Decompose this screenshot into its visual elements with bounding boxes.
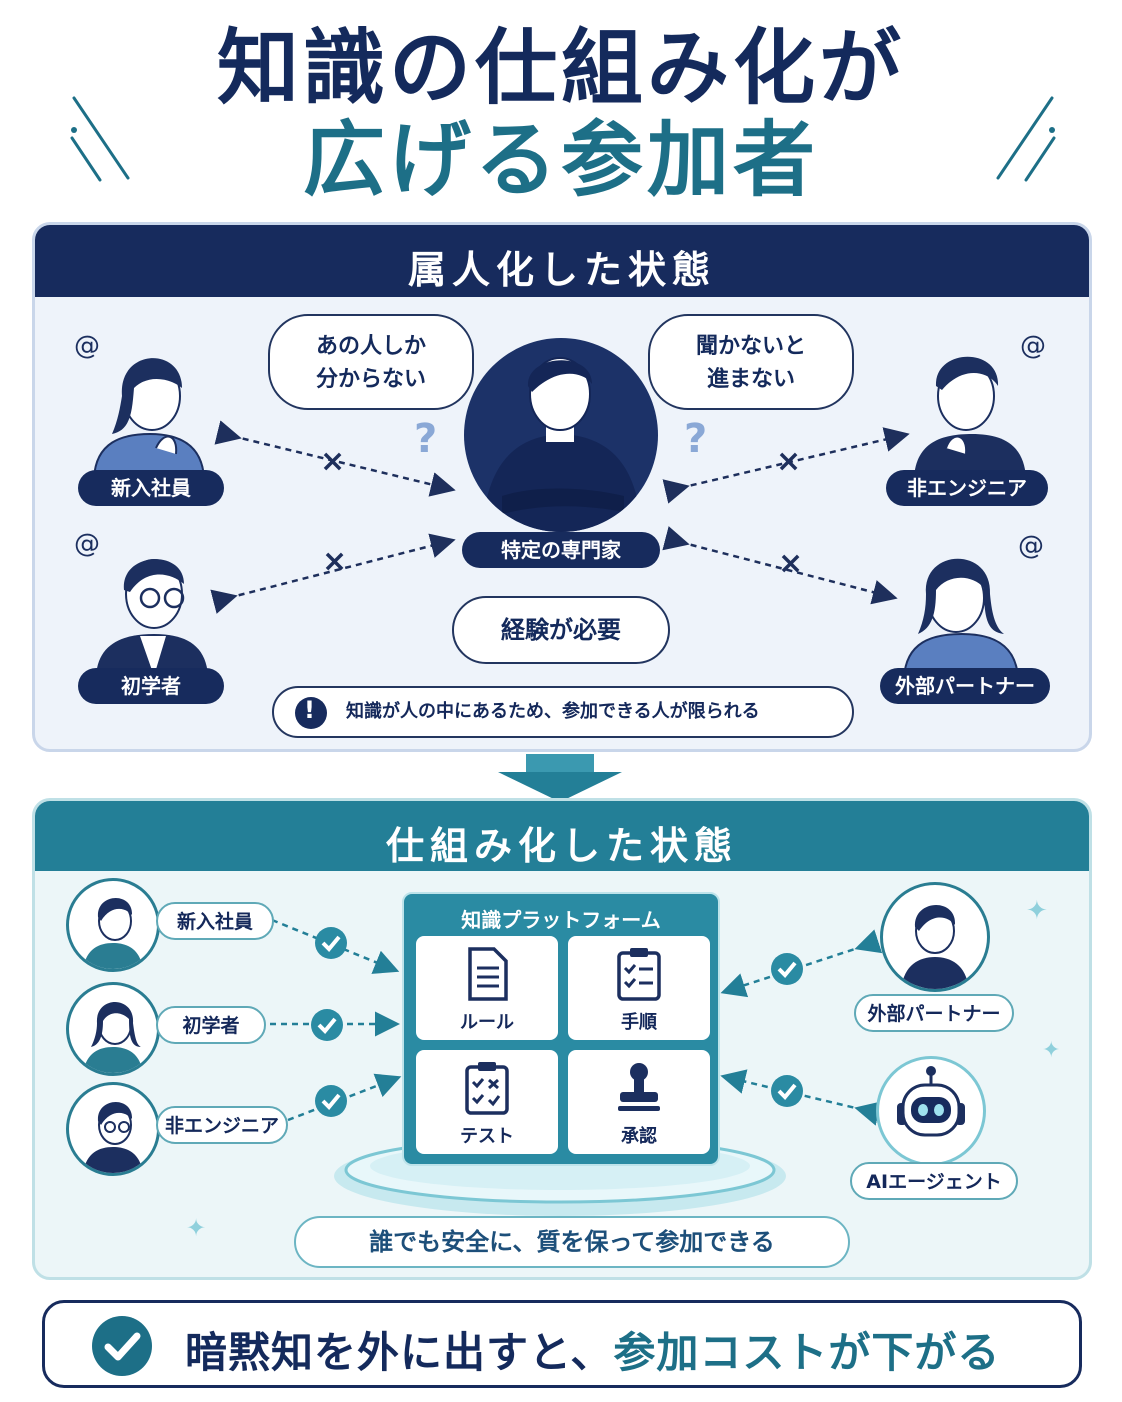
person-icon <box>901 904 969 989</box>
question-mark-icon: ? <box>414 416 438 462</box>
svg-text:@: @ <box>1020 331 1046 361</box>
bubble-line: 進まない <box>706 367 795 392</box>
label-external-partner: 外部パートナー <box>854 994 1014 1032</box>
warning-note: ! 知識が人の中にあるため、参加できる人が限られる <box>272 686 854 738</box>
sparkle-icon: ✦ <box>186 1214 207 1242</box>
person-label-external-partner: 外部パートナー <box>880 668 1050 704</box>
bubble-line: あの人しか <box>315 334 426 359</box>
cross-mark: × <box>778 546 804 581</box>
bubble-line: 聞かないと <box>695 334 806 359</box>
svg-text:@: @ <box>1018 531 1044 561</box>
avatar-ai-agent <box>876 1056 986 1166</box>
tile-test: テスト <box>416 1050 558 1154</box>
speech-bubble-only-that-person: あの人しか 分からない <box>268 314 474 410</box>
tile-label: テスト <box>460 1126 514 1147</box>
title-decoration-left <box>70 96 130 182</box>
avatar-beginner <box>66 982 160 1076</box>
avatar-external-partner <box>880 882 990 992</box>
label-new-employee: 新入社員 <box>156 902 274 940</box>
label-beginner: 初学者 <box>156 1006 266 1044</box>
speech-bubble-cannot-proceed: 聞かないと 進まない <box>648 314 854 410</box>
check-icon <box>771 953 803 985</box>
cross-mark: × <box>776 444 802 479</box>
person-label-new-employee: 新入社員 <box>78 470 224 506</box>
systematized-state-heading: 仕組み化した状態 <box>385 824 738 868</box>
person-label-beginner: 初学者 <box>78 668 224 704</box>
warning-icon-glyph: ! <box>304 696 315 724</box>
page-title-line-2: 広げる参加者 <box>302 113 819 208</box>
page-title-line-1: 知識の仕組み化が <box>216 21 905 116</box>
sparkle-icon: ✦ <box>1042 1038 1061 1063</box>
conclusion-text-accent: 参加コストが下がる <box>613 1328 1001 1377</box>
siloed-state-header: 属人化した状態 <box>35 225 1089 297</box>
tile-label: ルール <box>460 1012 514 1033</box>
check-icon <box>315 1085 347 1117</box>
title-decoration-right <box>996 96 1056 182</box>
svg-text:@: @ <box>74 331 100 361</box>
siloed-connection-lines <box>210 420 910 614</box>
person-non-engineer-illustration: @ <box>914 331 1046 478</box>
tile-procedure: 手順 <box>568 936 710 1040</box>
label-non-engineer: 非エンジニア <box>156 1106 288 1144</box>
avatar-new-employee <box>66 878 160 972</box>
person-beginner-illustration: @ <box>74 529 208 676</box>
knowledge-platform: 知識プラットフォーム ルール 手順 テスト <box>402 892 720 1166</box>
check-circle-icon <box>92 1316 152 1376</box>
expert-illustration <box>464 338 658 532</box>
speech-bubble-experience-needed: 経験が必要 <box>452 596 670 664</box>
transition-arrow-icon <box>498 754 622 802</box>
person-label-non-engineer: 非エンジニア <box>886 470 1048 506</box>
knowledge-platform-title: 知識プラットフォーム <box>461 908 661 932</box>
conclusion-text-main: 暗黙知を外に出すと、 <box>185 1328 614 1377</box>
checklist-icon <box>617 948 661 1001</box>
person-icon <box>83 1101 143 1173</box>
avatar-non-engineer <box>66 1082 160 1176</box>
bubble-line: 分からない <box>315 367 426 392</box>
expert-label: 特定の専門家 <box>462 532 660 568</box>
systematized-state-header: 仕組み化した状態 <box>35 801 1089 871</box>
check-icon <box>315 927 347 959</box>
bubble-line: 経験が必要 <box>501 616 621 644</box>
person-new-employee-illustration: @ <box>74 331 206 479</box>
tile-approval: 承認 <box>568 1050 710 1154</box>
person-icon <box>83 897 143 969</box>
check-icon <box>771 1075 803 1107</box>
warning-icon <box>295 697 327 729</box>
conclusion-text: 暗黙知を外に出すと、参加コストが下がる <box>185 1319 1000 1380</box>
tile-label: 手順 <box>621 1012 657 1033</box>
result-statement: 誰でも安全に、質を保って参加できる <box>294 1216 850 1268</box>
cross-mark: × <box>322 544 348 579</box>
robot-icon <box>897 1066 965 1137</box>
siloed-state-heading: 属人化した状態 <box>407 248 716 292</box>
cross-mark: × <box>320 444 346 479</box>
sparkle-icon: ✦ <box>1026 896 1048 926</box>
test-clipboard-icon <box>465 1062 509 1115</box>
check-icon <box>311 1009 343 1041</box>
person-external-partner-illustration: @ <box>902 531 1044 679</box>
tile-rules: ルール <box>416 936 558 1040</box>
conclusion-banner: 暗黙知を外に出すと、参加コストが下がる <box>42 1300 1082 1388</box>
warning-text: 知識が人の中にあるため、参加できる人が限られる <box>346 701 760 722</box>
stamp-icon <box>618 1063 660 1111</box>
person-icon <box>83 1002 143 1073</box>
question-mark-icon: ? <box>684 416 708 462</box>
svg-text:@: @ <box>74 529 100 559</box>
document-icon <box>468 947 508 1001</box>
tile-label: 承認 <box>621 1126 657 1147</box>
label-ai-agent: AIエージェント <box>850 1162 1018 1200</box>
